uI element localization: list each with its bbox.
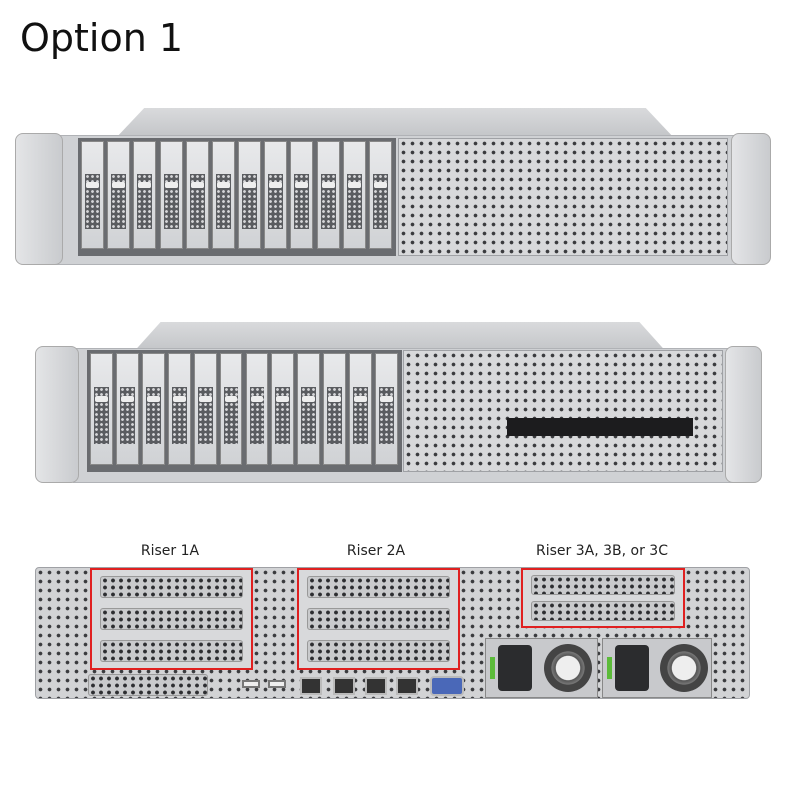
- pcie-slot: [100, 640, 243, 662]
- drive-sled[interactable]: [271, 353, 295, 465]
- riser-3-highlight: [521, 568, 685, 628]
- drive-latch: [276, 395, 290, 402]
- drive-sled[interactable]: [90, 353, 113, 465]
- drive-bay: [78, 138, 396, 256]
- drive-latch: [373, 182, 387, 189]
- drive-latch: [198, 395, 212, 402]
- riser-2a-label: Riser 2A: [346, 543, 406, 559]
- drive-latch: [190, 182, 204, 189]
- drive-sled[interactable]: [290, 141, 314, 249]
- chassis-lid: [135, 322, 665, 350]
- drive-sled[interactable]: [211, 141, 235, 249]
- drive-latch: [321, 182, 335, 189]
- riser-2a-highlight: [297, 568, 460, 670]
- power-supply-2: [602, 638, 712, 698]
- fan-icon: [660, 644, 708, 692]
- pcie-slot: [100, 576, 243, 598]
- page-title: Option 1: [20, 16, 184, 60]
- drive-sled[interactable]: [264, 141, 288, 249]
- drive-sled[interactable]: [245, 353, 269, 465]
- riser-2a: [297, 568, 460, 670]
- drive-sled[interactable]: [297, 353, 321, 465]
- drive-sled[interactable]: [323, 353, 347, 465]
- drive-latch: [224, 395, 238, 402]
- drive-latch: [95, 395, 108, 402]
- mlom-slot: [88, 674, 208, 696]
- drive-sled[interactable]: [238, 141, 262, 249]
- drive-latch: [86, 182, 100, 189]
- riser-1a-highlight: [90, 568, 253, 670]
- chassis-lid: [117, 108, 673, 136]
- drive-sled[interactable]: [375, 353, 398, 465]
- right-rack-ear: [725, 346, 762, 483]
- ethernet-port: [365, 677, 387, 695]
- drive-latch: [269, 182, 283, 189]
- drive-latch: [295, 182, 309, 189]
- drive-bay: [87, 350, 402, 472]
- drive-sled[interactable]: [107, 141, 131, 249]
- drive-sled[interactable]: [159, 141, 183, 249]
- drive-latch: [172, 395, 186, 402]
- drive-sled[interactable]: [342, 141, 366, 249]
- drive-sled[interactable]: [185, 141, 209, 249]
- ethernet-port: [300, 677, 322, 695]
- drive-latch: [216, 182, 230, 189]
- usb-port: [268, 680, 286, 688]
- drive-sled[interactable]: [219, 353, 243, 465]
- drive-latch: [380, 395, 393, 402]
- drive-sled[interactable]: [193, 353, 217, 465]
- usb-port: [242, 680, 260, 688]
- fan-icon: [544, 644, 592, 692]
- ethernet-port: [333, 677, 355, 695]
- drive-sled[interactable]: [349, 353, 373, 465]
- drive-latch: [328, 395, 342, 402]
- drive-latch: [250, 395, 264, 402]
- drive-sled[interactable]: [133, 141, 157, 249]
- drive-latch: [146, 395, 160, 402]
- drive-latch: [164, 182, 178, 189]
- ethernet-port: [396, 677, 418, 695]
- drive-latch: [243, 182, 257, 189]
- power-inlet: [498, 645, 532, 691]
- drive-sled[interactable]: [141, 353, 165, 465]
- right-rack-ear: [731, 133, 771, 265]
- drive-latch: [120, 395, 134, 402]
- server-front-2: [35, 322, 762, 487]
- pcie-slot: [100, 608, 243, 630]
- left-rack-ear: [15, 133, 63, 265]
- drive-latch: [347, 182, 361, 189]
- front-vent-grille: [398, 138, 728, 256]
- drive-sled[interactable]: [316, 141, 340, 249]
- drive-latch: [302, 395, 316, 402]
- drive-latch: [112, 182, 126, 189]
- riser-1a-label: Riser 1A: [140, 543, 200, 559]
- pcie-slot: [531, 575, 675, 595]
- psu-handle: [490, 657, 495, 679]
- drive-sled[interactable]: [167, 353, 191, 465]
- optical-drive-slot: [507, 418, 693, 436]
- power-supply-1: [485, 638, 598, 698]
- riser-3: [521, 568, 685, 628]
- riser-3-label: Riser 3A, 3B, or 3C: [536, 543, 668, 559]
- pcie-slot: [307, 640, 450, 662]
- pcie-slot: [307, 608, 450, 630]
- vga-port: [430, 676, 464, 696]
- drive-latch: [138, 182, 152, 189]
- drive-latch: [354, 395, 368, 402]
- pcie-slot: [531, 601, 675, 621]
- pcie-slot: [307, 576, 450, 598]
- drive-sled[interactable]: [368, 141, 392, 249]
- power-inlet: [615, 645, 649, 691]
- server-front-1: [15, 108, 771, 266]
- drive-sled[interactable]: [81, 141, 105, 249]
- psu-handle: [607, 657, 612, 679]
- drive-sled[interactable]: [115, 353, 139, 465]
- front-vent-grille: [403, 350, 723, 472]
- riser-1a: [90, 568, 253, 670]
- left-rack-ear: [35, 346, 79, 483]
